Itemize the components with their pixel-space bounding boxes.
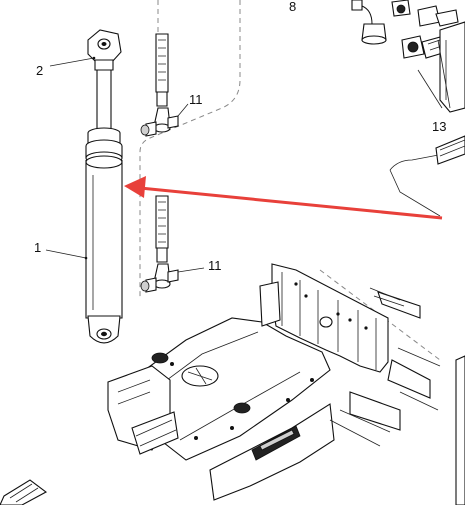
callout-1: 1	[34, 240, 41, 255]
base-clevis	[87, 315, 121, 344]
lower-hose-assembly	[140, 195, 179, 293]
cylinder-barrel	[85, 155, 123, 319]
callout-11-upper: 11	[189, 92, 203, 107]
highlight-arrow	[124, 176, 443, 220]
callout-13: 13	[432, 119, 446, 134]
piston-rod	[96, 69, 112, 133]
leader-1	[45, 249, 87, 259]
upper-right-fittings	[351, 0, 465, 113]
arrow-shaft	[139, 186, 443, 220]
leader-lines	[45, 56, 205, 273]
leader-2	[49, 57, 95, 67]
callout-8: 8	[289, 0, 296, 14]
callout-11-lower: 11	[208, 258, 222, 273]
bottom-right-bar	[455, 355, 465, 505]
right-panel-outline	[389, 135, 465, 217]
leader-11-upper	[177, 103, 189, 117]
callout-numbers: 8 2 11 13 1 11	[34, 0, 446, 273]
hydraulic-cylinder	[85, 29, 123, 344]
main-frame-chassis	[107, 263, 441, 501]
rod-end-clevis	[87, 29, 122, 71]
upper-hose-assembly	[140, 33, 179, 137]
callout-2: 2	[36, 63, 43, 78]
bottom-left-bracket	[0, 479, 48, 505]
leader-11-lower	[177, 267, 205, 273]
arrow-head	[124, 176, 146, 198]
